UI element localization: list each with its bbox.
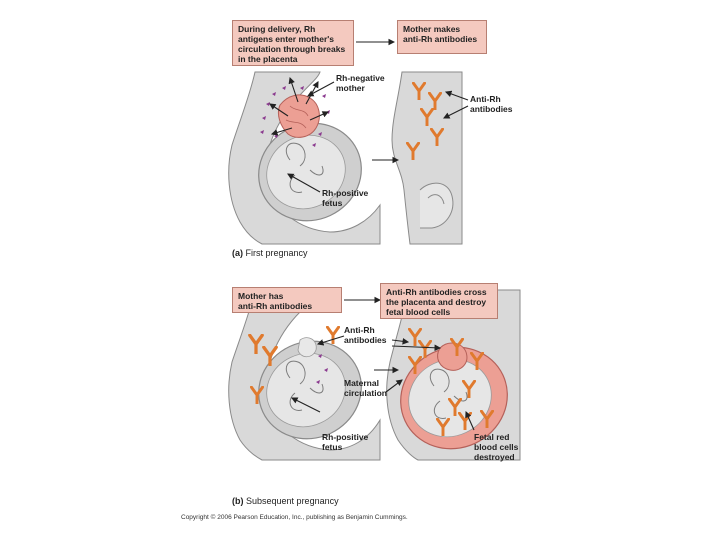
part-b-title: Subsequent pregnancy [246, 496, 339, 506]
box-a-delivery-antigens: During delivery, Rh antigens enter mothe… [232, 20, 354, 66]
label-a-rh-positive-fetus: Rh-positive fetus [322, 188, 368, 208]
label-a-anti-rh-antibodies: Anti-Rh antibodies [470, 94, 513, 114]
box-b-mother-has-antibodies: Mother has anti-Rh antibodies [232, 287, 342, 313]
box-b-antibodies-cross-placenta: Anti-Rh antibodies cross the placenta an… [380, 283, 498, 319]
part-a-title: First pregnancy [246, 248, 308, 258]
box-a-mother-makes-antibodies: Mother makes anti-Rh antibodies [397, 20, 487, 54]
label-b-maternal-circulation: Maternal circulation [344, 378, 387, 398]
label-a-rh-negative-mother: Rh-negative mother [336, 73, 385, 93]
part-a-caption: (a) First pregnancy [232, 248, 308, 258]
mother-a-right [392, 72, 462, 244]
label-b-rh-positive-fetus: Rh-positive fetus [322, 432, 368, 452]
label-b-anti-rh-antibodies: Anti-Rh antibodies [344, 325, 387, 345]
label-b-fetal-cells-destroyed: Fetal red blood cells destroyed [474, 432, 518, 462]
copyright-notice: Copyright © 2006 Pearson Education, Inc.… [181, 514, 408, 521]
part-b-caption: (b) Subsequent pregnancy [232, 496, 339, 506]
part-a-letter: (a) [232, 248, 243, 258]
part-b-letter: (b) [232, 496, 244, 506]
pregnant-mother-a-left [229, 72, 380, 244]
